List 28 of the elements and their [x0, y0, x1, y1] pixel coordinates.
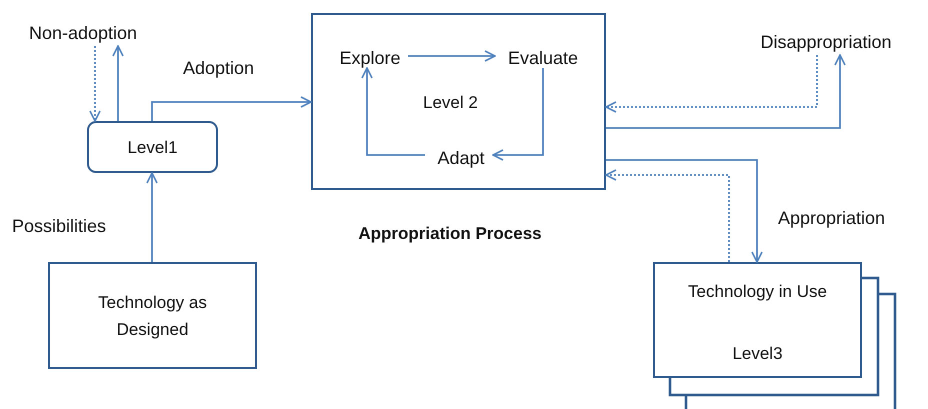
outcome-label: Non-adoption	[10, 20, 156, 46]
dotted-arrow	[605, 169, 730, 262]
arrow	[408, 50, 496, 62]
arrow	[606, 54, 846, 129]
arrow	[361, 67, 425, 156]
technology-box	[48, 262, 257, 369]
outcome-label: Disappropriation	[724, 29, 928, 55]
dotted-arrow	[89, 46, 101, 122]
box-text: Level1	[126, 136, 179, 158]
box-text: Technology in Use	[687, 282, 828, 302]
diagram-caption: Appropriation Process	[357, 224, 543, 244]
dotted-arrow	[605, 55, 818, 113]
arrow	[112, 45, 124, 121]
process-box	[311, 13, 606, 190]
arrow	[492, 68, 544, 161]
edge-label: Adoption	[183, 58, 254, 78]
edge-label: Appropriation	[778, 208, 886, 228]
box-text: Level3	[731, 344, 784, 364]
box-text: Technology as Designed	[97, 292, 208, 340]
step-label: Evaluate	[497, 46, 589, 70]
step-label: Adapt	[427, 146, 495, 170]
arrow	[151, 96, 312, 121]
step-label: Explore	[330, 46, 410, 70]
level-box	[87, 121, 218, 173]
arrow	[606, 159, 763, 263]
box-text: Level 2	[423, 93, 478, 113]
technology-box	[653, 262, 862, 378]
arrow	[146, 172, 158, 262]
